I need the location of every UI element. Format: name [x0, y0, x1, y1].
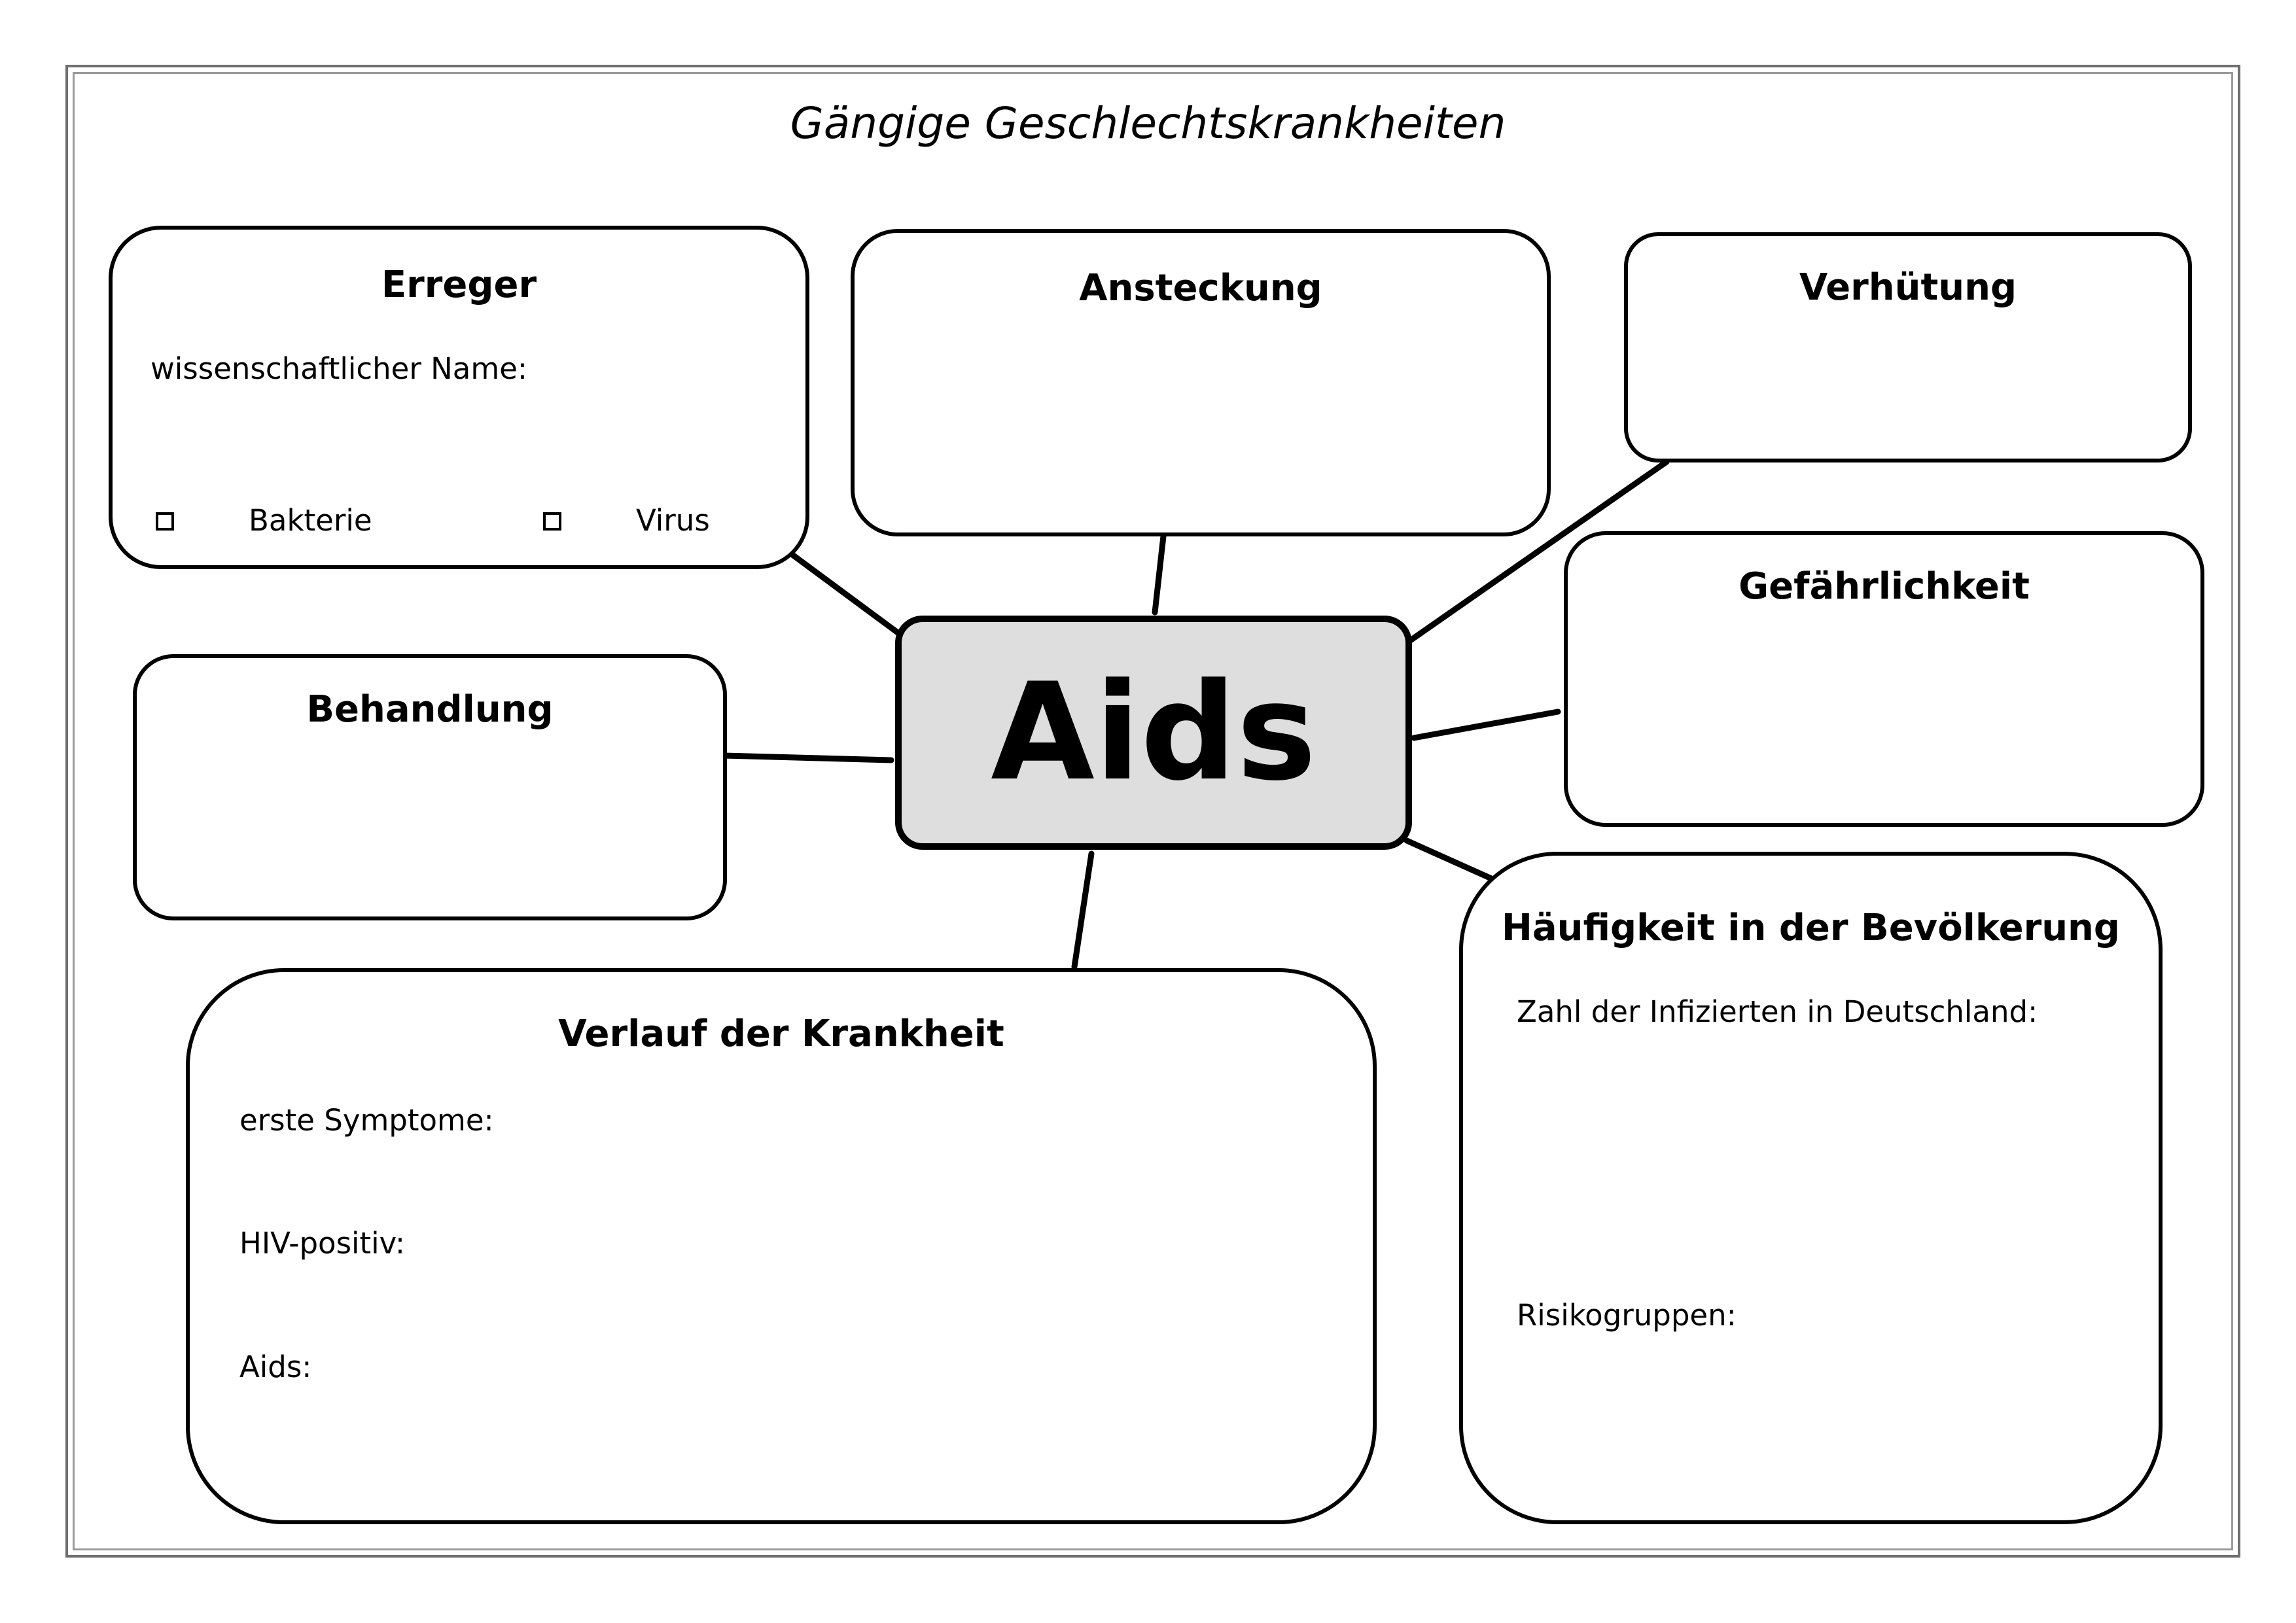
box-ansteckung-title: Ansteckung	[1079, 267, 1322, 309]
checkbox-bakterie[interactable]	[156, 512, 174, 531]
haeufigkeit-field-infected-count: Zahl der Infizierten in Deutschland:	[1517, 994, 2038, 1029]
box-erreger: Erreger wissenschaftlicher Name: Bakteri…	[109, 226, 809, 569]
option-virus-label: Virus	[636, 503, 710, 538]
verlauf-field-first-symptoms: erste Symptome:	[239, 1103, 494, 1138]
scientific-name-label: wissenschaftlicher Name:	[150, 351, 528, 386]
box-erreger-title: Erreger	[381, 264, 537, 306]
connector-verlauf	[1071, 850, 1095, 970]
box-gefaehrlichkeit: Gefährlichkeit	[1564, 531, 2204, 827]
page-frame-outer	[65, 65, 2240, 1558]
box-verhuetung-title: Verhütung	[1799, 266, 2017, 309]
haeufigkeit-field-risk-groups: Risikogruppen:	[1517, 1298, 1737, 1333]
verlauf-field-aids: Aids:	[239, 1350, 312, 1384]
page-frame-inner	[73, 72, 2233, 1550]
connector-haeufigkeit	[1404, 837, 1499, 884]
connector-gefaehrlichkeit	[1411, 708, 1561, 741]
verlauf-field-hiv-positive: HIV-positiv:	[239, 1226, 406, 1261]
connector-verhuetung	[1406, 459, 1670, 644]
page-title: Gängige Geschlechtskrankheiten	[790, 98, 1506, 148]
center-node-label: Aids	[991, 654, 1316, 811]
box-ansteckung: Ansteckung	[851, 229, 1551, 536]
box-behandlung: Behandlung	[133, 654, 727, 920]
box-behandlung-title: Behandlung	[306, 688, 554, 731]
connector-behandlung	[720, 752, 894, 763]
checkbox-virus[interactable]	[543, 512, 561, 531]
connector-ansteckung	[1152, 533, 1167, 616]
box-verhuetung: Verhütung	[1624, 232, 2192, 462]
center-node: Aids	[895, 616, 1412, 850]
connector-erreger	[786, 550, 904, 638]
box-verlauf: Verlauf der Krankheit erste Symptome: HI…	[186, 968, 1377, 1524]
box-gefaehrlichkeit-title: Gefährlichkeit	[1739, 565, 2030, 608]
box-haeufigkeit: Häufigkeit in der Bevölkerung Zahl der I…	[1459, 852, 2163, 1524]
option-bakterie-label: Bakterie	[249, 503, 372, 538]
box-verlauf-title: Verlauf der Krankheit	[558, 1013, 1004, 1055]
box-haeufigkeit-title: Häufigkeit in der Bevölkerung	[1501, 907, 2121, 949]
